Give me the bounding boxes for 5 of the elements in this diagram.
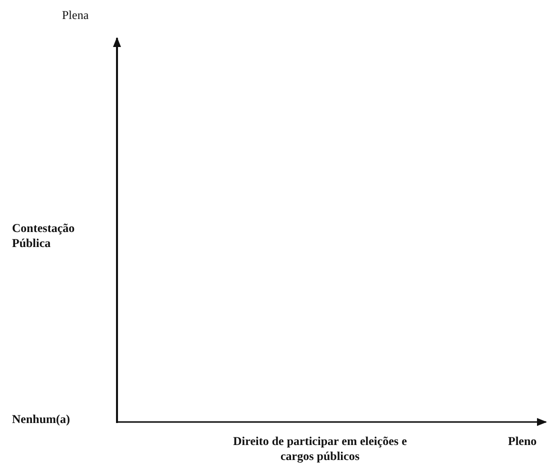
axis-label: Nenhum(a) (12, 412, 72, 427)
axis-label: Plena (62, 8, 90, 23)
axis-label: Pleno (508, 434, 538, 449)
axis-label: Contestação Pública (12, 221, 76, 251)
axis-title: Direito de participar em eleições e cargos públicos (232, 434, 408, 464)
